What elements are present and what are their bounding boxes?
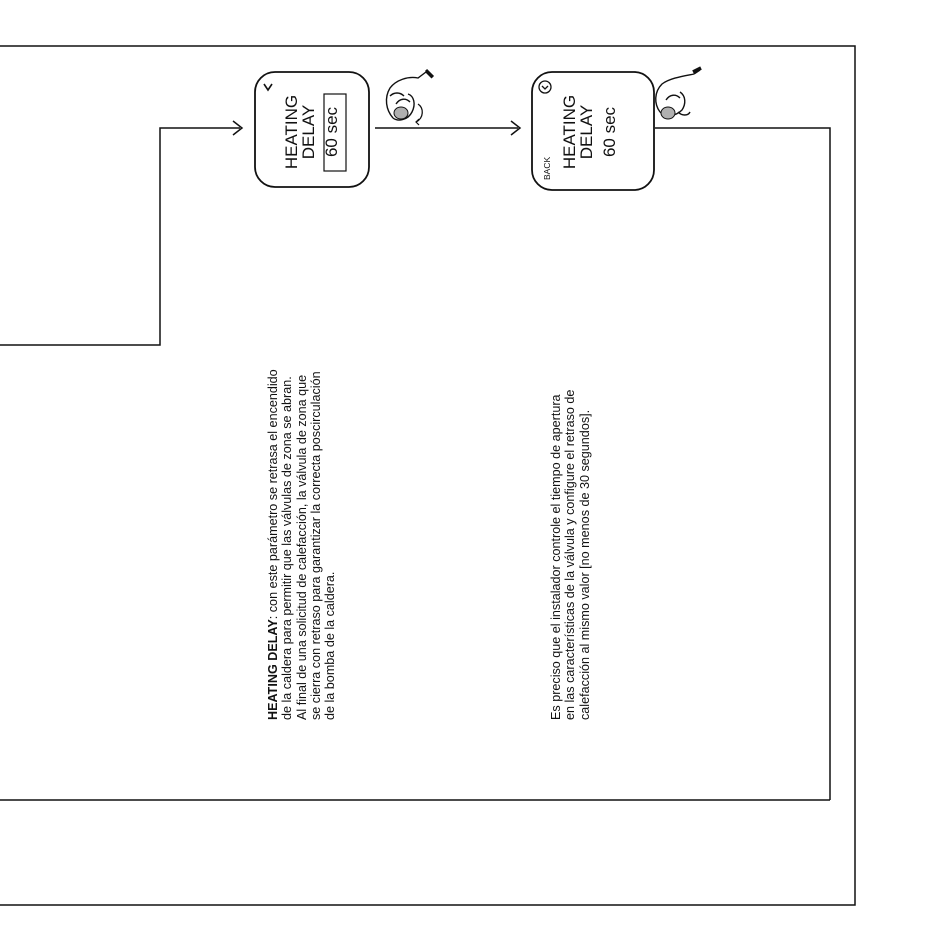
display-2-value: 60 sec bbox=[600, 106, 619, 158]
arrowhead-1 bbox=[232, 120, 244, 136]
hand-turn-knob-icon bbox=[385, 71, 433, 126]
description-term: HEATING DELAY bbox=[266, 619, 280, 720]
display-2-title-line-2: DELAY bbox=[577, 104, 596, 160]
description-line-1: HEATING DELAY: con este parámetro se ret… bbox=[266, 369, 280, 720]
display-2-frame bbox=[531, 71, 655, 191]
description-paragraph: HEATING DELAY: con este parámetro se ret… bbox=[266, 369, 337, 720]
note-line-2: en las características de la válvula y c… bbox=[563, 389, 578, 720]
arrowhead-2 bbox=[510, 120, 522, 136]
display-2-title-line-1: HEATING bbox=[560, 94, 579, 170]
display-1-value: 60 sec bbox=[322, 106, 341, 158]
display-1-value-box bbox=[323, 93, 347, 172]
knob-2 bbox=[660, 106, 676, 120]
display-1-title-line-2: DELAY bbox=[299, 104, 318, 160]
display-2-text: HEATING DELAY 60 sec bbox=[560, 92, 619, 172]
description-first-line: : con este parámetro se retrasa el encen… bbox=[266, 369, 280, 620]
display-1-text: HEATING DELAY 60 sec bbox=[282, 92, 341, 172]
display-1-frame bbox=[254, 71, 370, 188]
page-frame bbox=[0, 45, 856, 906]
description-line-5: de la bomba de la caldera. bbox=[323, 571, 338, 720]
chevron-down-icon bbox=[263, 83, 273, 92]
incoming-connector bbox=[0, 127, 240, 346]
note-line-1: Es preciso que el instalador controle el… bbox=[549, 394, 563, 720]
description-line-4: se cierra con retraso para garantizar la… bbox=[308, 371, 323, 720]
select-circle-icon bbox=[538, 80, 552, 94]
display-2-back-label[interactable]: BACK bbox=[542, 156, 552, 180]
description-line-2: de la caldera para permitir que las válv… bbox=[280, 376, 295, 720]
display-1-title-line-1: HEATING bbox=[282, 94, 301, 170]
note-paragraph: Es preciso que el instalador controle el… bbox=[549, 390, 592, 720]
note-line-3: calefacción al mismo valor [no menos de … bbox=[577, 409, 592, 720]
return-connector bbox=[655, 127, 831, 800]
knob-1 bbox=[393, 106, 409, 120]
description-line-3: Al final de una solicitud de calefacción… bbox=[294, 374, 309, 720]
